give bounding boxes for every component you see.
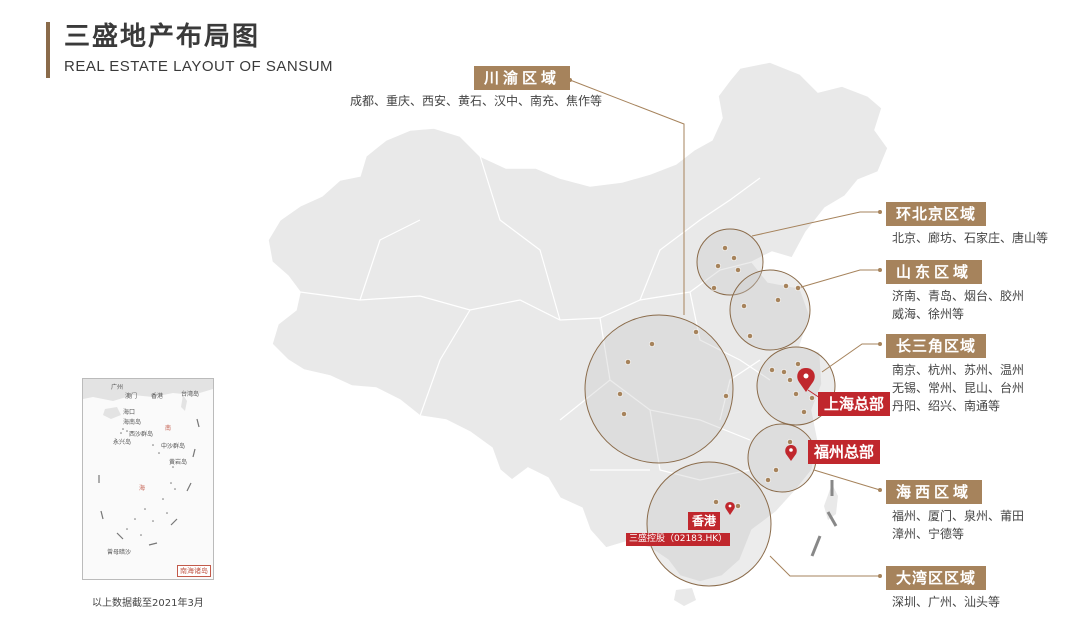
taiwan-island (824, 484, 838, 520)
region-cities-line: 济南、青岛、烟台、胶州 (892, 289, 1025, 303)
region-cities-huanbeijing: 北京、廊坊、石家庄、唐山等 (892, 229, 1048, 247)
region-cities-dawan: 深圳、广州、汕头等 (892, 593, 1000, 611)
china-landmass (267, 61, 889, 583)
city-pin (723, 393, 729, 399)
leader-dawan (769, 555, 880, 577)
boundary-dashes (810, 480, 838, 557)
city-pin (787, 377, 793, 383)
city-pin (765, 477, 771, 483)
page-title: 三盛地产布局图 (64, 22, 261, 52)
city-pin (741, 303, 747, 309)
region-circle-chuanyu (584, 314, 734, 464)
leader-huanbeijing (751, 211, 880, 237)
region-cities-changsanjiao: 南京、杭州、苏州、温州 无锡、常州、昆山、台州 丹阳、绍兴、南通等 (892, 361, 1024, 415)
region-circle-haixi (747, 423, 817, 493)
province-borders (299, 155, 771, 481)
inset-label: 海 (139, 485, 146, 492)
leader-haixi (813, 469, 881, 491)
city-pin (713, 499, 719, 505)
region-cities-line: 无锡、常州、昆山、台州 (892, 381, 1025, 395)
city-pin (711, 285, 717, 291)
city-pin (735, 267, 741, 273)
inset-label: 南 (165, 425, 172, 432)
leader-end-huanbeijing (878, 210, 882, 214)
region-cities-line: 丹阳、绍兴、南通等 (892, 399, 1001, 413)
city-pin (735, 503, 741, 509)
leader-end-haixi (878, 488, 882, 492)
inset-label: 广州 (111, 384, 124, 391)
inset-label: 曾母暗沙 (107, 549, 132, 556)
city-pin (715, 263, 721, 269)
hq-pin-shanghai (797, 368, 815, 392)
inset-label: 黄岩岛 (169, 459, 188, 466)
region-cities-line: 成都、重庆、西安、黄石、汉中、南充、焦作等 (350, 94, 603, 108)
leader-end-dawan (878, 574, 882, 578)
hq-pin-fuzhou (785, 445, 797, 461)
region-label-huanbeijing: 环北京区域 (886, 202, 987, 226)
inset-label: 台湾岛 (181, 391, 200, 398)
city-pin (769, 367, 775, 373)
hk-pin (725, 502, 735, 515)
city-pin (625, 359, 631, 365)
city-pin (809, 395, 815, 401)
region-cities-line: 福州、厦门、泉州、莆田 (892, 509, 1025, 523)
south-china-sea-inset: 广州 香港 澳门 台湾岛 海口 海南岛 西沙群岛 永兴岛 中沙群岛 黄岩岛 南 … (82, 378, 214, 580)
city-pin (649, 341, 655, 347)
title-accent-bar (46, 22, 50, 78)
inset-label: 永兴岛 (113, 439, 132, 446)
hk-stock-code: 三盛控股（02183.HK） (626, 533, 731, 546)
region-cities-line: 威海、徐州等 (892, 307, 965, 321)
leader-end-changsanjiao (878, 342, 882, 346)
leader-shandong (797, 269, 880, 289)
region-circle-shandong (729, 269, 811, 351)
inset-map (83, 379, 213, 546)
region-label-dawan: 大湾区区域 (886, 566, 987, 590)
city-pin (781, 369, 787, 375)
leader-changsanjiao (821, 343, 880, 373)
inset-label: 澳门 (125, 393, 138, 400)
city-pin (783, 283, 789, 289)
region-cities-chuanyu: 成都、重庆、西安、黄石、汉中、南充、焦作等 (350, 92, 602, 110)
inset-label: 海口 (123, 409, 136, 416)
city-pin (787, 439, 793, 445)
region-cities-line: 南京、杭州、苏州、温州 (892, 363, 1025, 377)
city-pin (773, 467, 779, 473)
leader-end-shandong (878, 268, 882, 272)
data-date-footnote: 以上数据截至2021年3月 (92, 598, 204, 609)
region-cities-line: 北京、廊坊、石家庄、唐山等 (892, 231, 1049, 245)
region-cities-shandong: 济南、青岛、烟台、胶州 威海、徐州等 (892, 287, 1024, 323)
region-label-changsanjiao: 长三角区域 (886, 334, 987, 358)
region-circle-huanbeijing (696, 228, 764, 296)
city-pin (793, 391, 799, 397)
city-pin (617, 391, 623, 397)
region-cities-haixi: 福州、厦门、泉州、莆田 漳州、宁德等 (892, 507, 1024, 543)
region-label-shandong: 山东区域 (886, 260, 983, 284)
city-pin (747, 333, 753, 339)
region-label-haixi: 海西区域 (886, 480, 983, 504)
city-pin (731, 255, 737, 261)
inset-label: 海南岛 (123, 419, 142, 426)
region-label-chuanyu: 川渝区域 (474, 66, 571, 90)
inset-label: 中沙群岛 (161, 443, 186, 450)
inset-label: 香港 (151, 393, 164, 400)
hainan-island (674, 588, 696, 606)
inset-caption: 南海诸岛 (177, 565, 211, 577)
inset-label: 西沙群岛 (129, 431, 154, 438)
hk-label: 香港 (688, 512, 721, 530)
city-pin (722, 245, 728, 251)
city-pin (621, 411, 627, 417)
city-pin (693, 329, 699, 335)
page-subtitle: REAL ESTATE LAYOUT OF SANSUM (64, 58, 334, 75)
hq-label-shanghai: 上海总部 (818, 392, 891, 416)
city-pin (775, 297, 781, 303)
city-pin (801, 409, 807, 415)
region-cities-line: 漳州、宁德等 (892, 527, 965, 541)
leader-chuanyu (569, 79, 685, 315)
hq-label-fuzhou: 福州总部 (808, 440, 881, 464)
city-pin (795, 285, 801, 291)
region-circle-changsanjiao (756, 346, 836, 426)
city-pin (795, 361, 801, 367)
region-cities-line: 深圳、广州、汕头等 (892, 595, 1001, 609)
